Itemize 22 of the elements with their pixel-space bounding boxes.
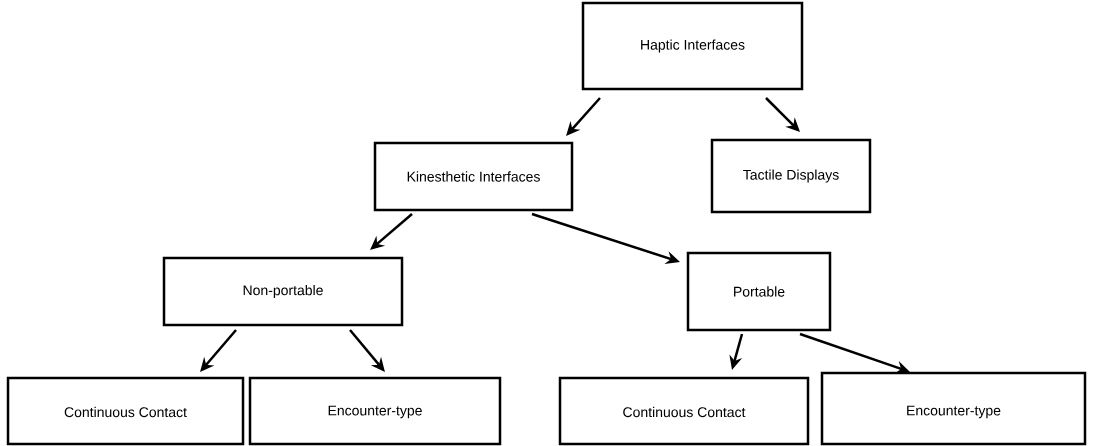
category-box (248, 376, 502, 446)
category-box (558, 376, 810, 446)
arrow (200, 329, 237, 372)
category-box (373, 141, 574, 212)
box-label: Encounter-type (907, 405, 1001, 419)
box-label: Portable (734, 286, 785, 297)
category-box (6, 376, 245, 446)
box-label: Non-portable (243, 284, 323, 298)
box-label: Continuous Contact (64, 406, 187, 418)
category-box (710, 138, 872, 214)
category-box (162, 256, 404, 327)
box-label: Haptic Interfaces (641, 39, 745, 53)
box-label: Kinesthetic Interfaces (407, 171, 540, 182)
box-label: Tactile Displays (743, 169, 839, 183)
arrow (370, 213, 413, 250)
category-box (686, 251, 832, 332)
arrow (566, 97, 601, 136)
arrow (765, 97, 800, 132)
category-box (581, 1, 804, 91)
box-label: Encounter-type (328, 405, 422, 419)
category-box (820, 371, 1087, 446)
box-label: Continuous Contact (623, 406, 746, 418)
